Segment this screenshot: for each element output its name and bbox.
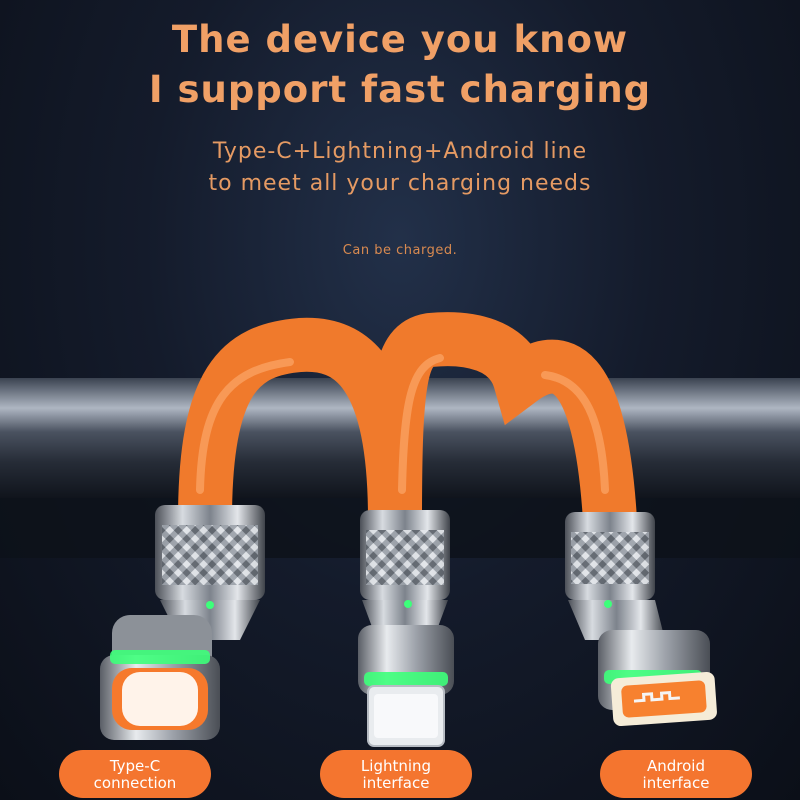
headline-line-1: The device you know xyxy=(171,18,629,61)
subheadline-line-1: Type-C+Lightning+Android line xyxy=(212,139,588,164)
lightning-label-line-1: Lightning xyxy=(360,757,432,775)
type-c-connector xyxy=(100,505,265,740)
type-c-label-line-1: Type-C xyxy=(109,757,161,775)
lightning-label-pill: Lightning interface xyxy=(320,750,472,798)
android-label-line-2: interface xyxy=(642,774,710,792)
subheadline-line-2: to meet all your charging needs xyxy=(208,171,592,196)
micro-usb-connector xyxy=(565,512,717,727)
type-c-label-pill: Type-C connection xyxy=(59,750,211,798)
lightning-label-line-2: interface xyxy=(362,774,430,792)
lightning-connector xyxy=(358,510,454,747)
charge-note: Can be charged. xyxy=(342,243,458,258)
type-c-label-line-2: connection xyxy=(93,774,177,792)
android-label-line-1: Android xyxy=(647,757,705,775)
headline-line-2: I support fast charging xyxy=(148,68,652,111)
android-label-pill: Android interface xyxy=(600,750,752,798)
